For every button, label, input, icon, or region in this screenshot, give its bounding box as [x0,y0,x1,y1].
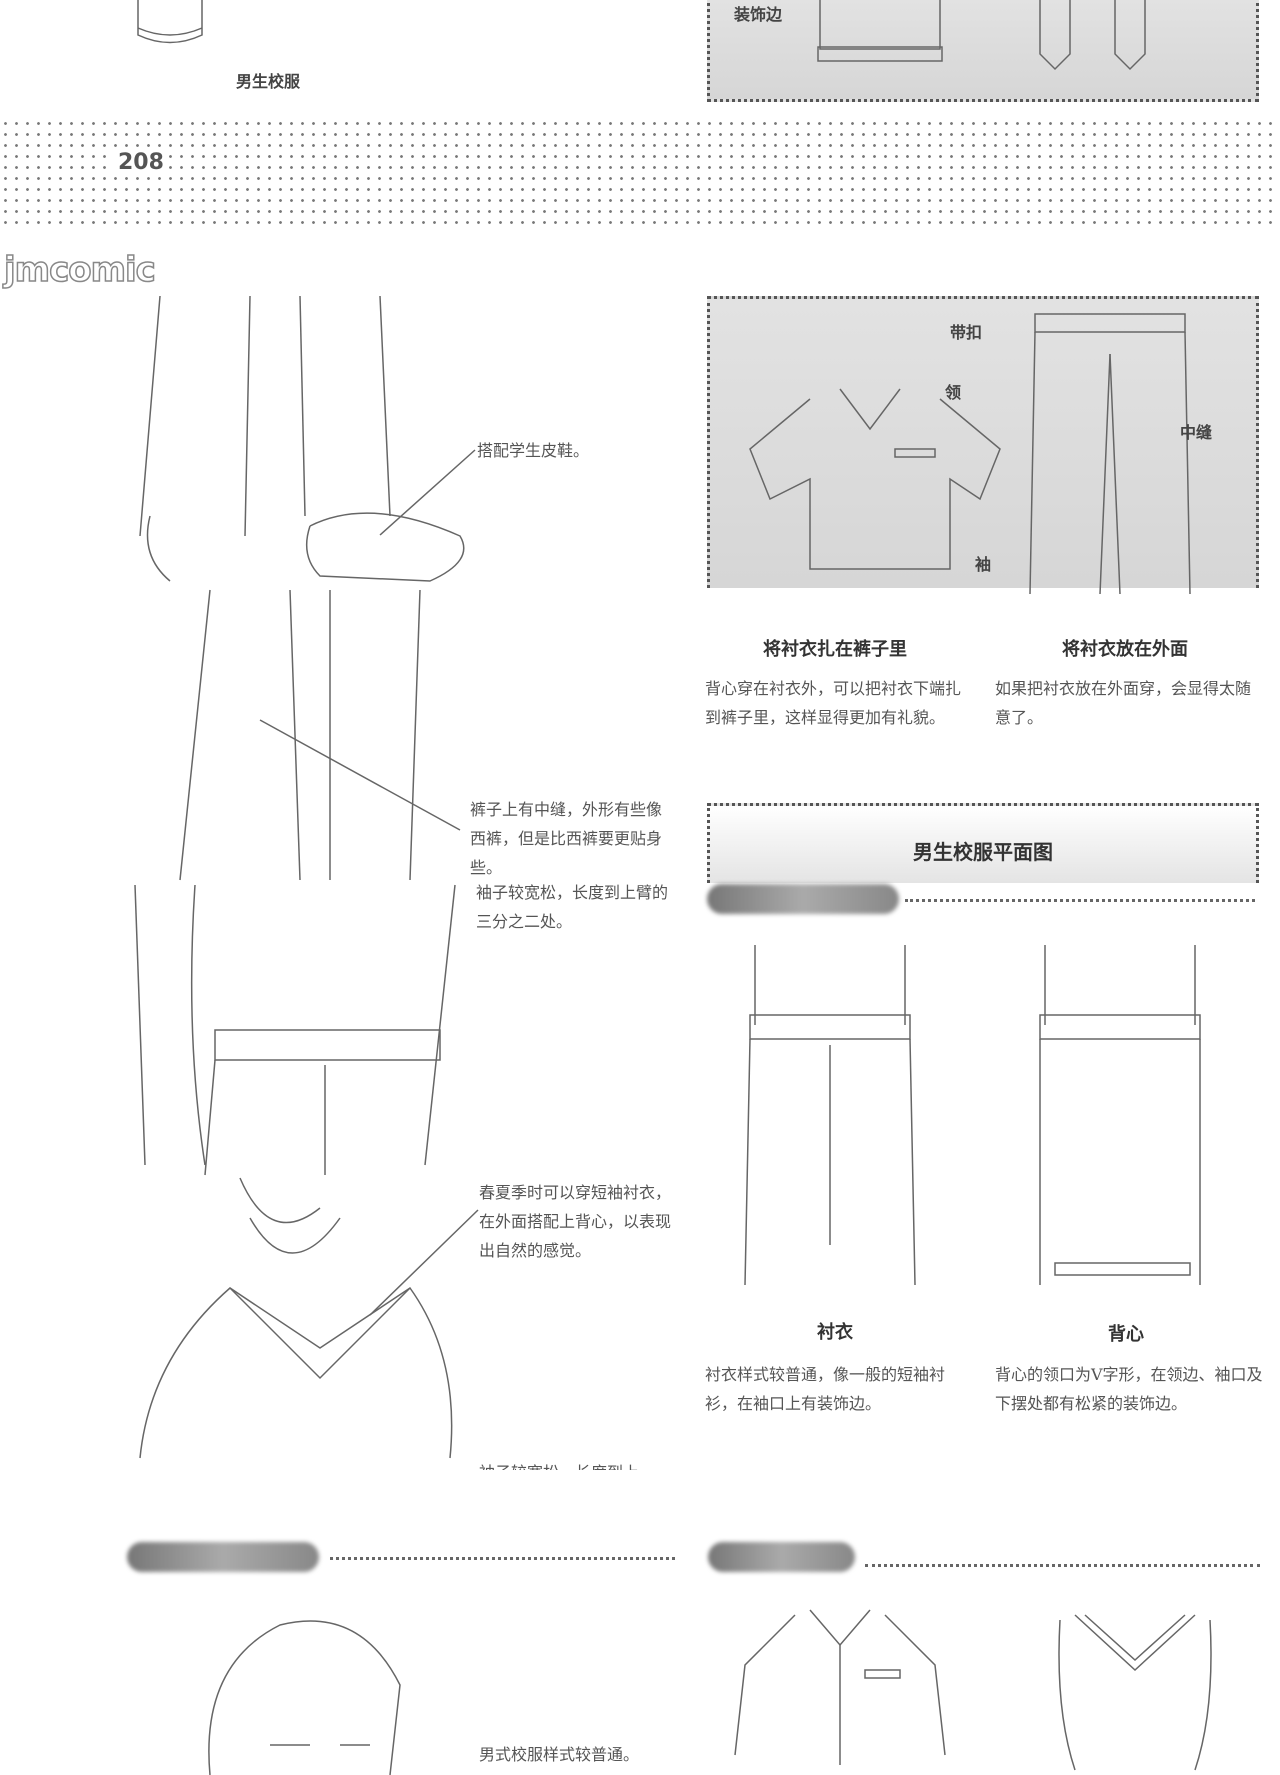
tuck-in-text: 背心穿在衬衣外，可以把衬衣下端扎到裤子里，这样显得更加有礼貌。 [705,679,962,727]
dotted-page-band [0,118,1280,226]
sock-drawing [137,0,203,44]
annotation-sleeves: 袖子较宽松，长度到上臂的三分之二处。 [476,883,669,931]
annotation-vest: 春夏季时可以穿短袖衬衣，在外面搭配上背心，以表现出自然的感觉。 [479,1183,672,1260]
pants-legs-drawing [1039,0,1146,71]
leader-line [379,449,476,536]
trim-label: 装饰边 [734,5,783,24]
flat-diagram-box: 带扣 领 中缝 袖 [707,296,1259,595]
shirt-untucked-drawing [1039,945,1201,1285]
untucked-text: 如果把衬衣放在外面穿，会显得太随意了。 [995,679,1252,727]
label-collar: 领 [945,383,962,402]
dotted-divider [330,1557,675,1560]
annotation-pants: 裤子上有中缝，外形有些像西裤，但是比西裤要更贴身些。 [470,800,663,877]
label-buckle: 带扣 [950,323,983,342]
label-sleeve: 袖 [975,555,992,574]
shirt-flat-drawing [749,388,1001,570]
top-flat-diagram: 装饰边 [707,0,1259,102]
annotation-style: 男式校服样式较普通。 [479,1745,640,1764]
vest-front-drawing [1058,1614,1212,1771]
flat-section-title: 男生校服平面图 [913,840,1053,864]
uniform-caption: 男生校服 [236,72,301,91]
boy-face-drawing [208,1620,401,1775]
section-tab-blurred [707,884,899,914]
watermark-logo: jmcomic [3,249,156,291]
annotation-sleeves-repeat: 袖子较宽松，长度到上 [479,1458,689,1470]
vest-text: 背心的领口为V字形，在领边、袖口及下摆处都有松紧的装饰边。 [995,1365,1263,1413]
dotted-divider [905,899,1255,902]
leader-line [369,1209,479,1316]
vest-title: 背心 [1108,1324,1144,1345]
legs-drawing [139,295,465,582]
pants-drawing [179,589,461,881]
shirt-hem-drawing [817,0,943,62]
boy-vest-drawing [139,1177,453,1459]
tuck-in-title: 将衬衣扎在裤子里 [763,639,907,660]
label-center-seam: 中缝 [1180,423,1213,442]
section-tab-blurred [127,1542,319,1572]
page-number: 208 [114,150,168,175]
untucked-title: 将衬衣放在外面 [1062,639,1188,660]
shirt-front-drawing [734,1609,946,1765]
flat-section-header: 男生校服平面图 [707,803,1259,883]
shirt-text: 衬衣样式较普通，像一般的短袖衬衫，在袖口上有装饰边。 [705,1365,946,1413]
annotation-shoes: 搭配学生皮鞋。 [477,441,590,460]
waist-drawing [134,884,456,1176]
shirt-title: 衬衣 [817,1322,853,1343]
section-tab-blurred [708,1542,855,1572]
shirt-tucked-drawing [744,945,916,1286]
pants-flat-drawing [1029,313,1191,595]
dotted-divider [865,1564,1260,1567]
